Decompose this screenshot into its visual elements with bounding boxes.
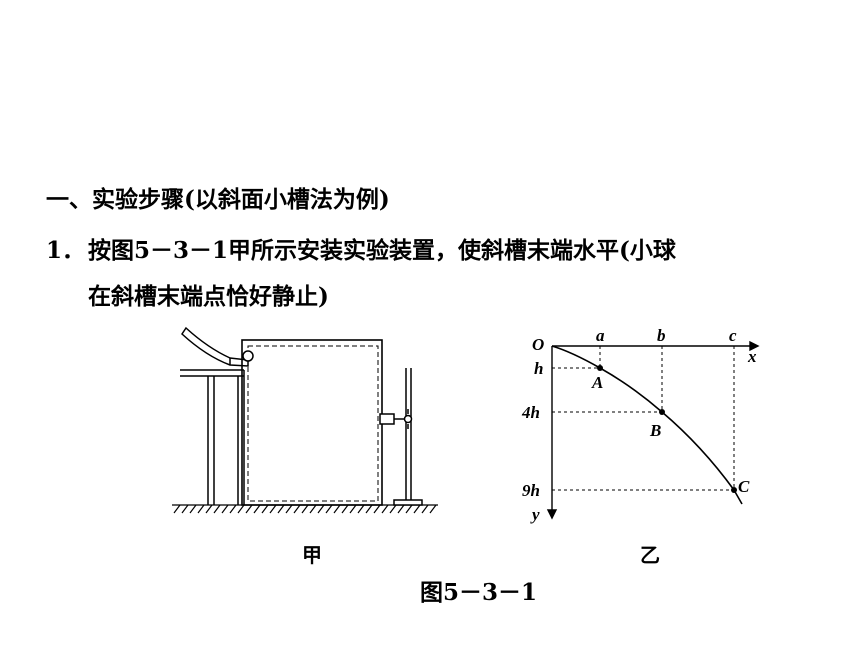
guide-lines <box>552 346 735 491</box>
y-tick-4h: 4h <box>521 403 540 422</box>
figure-caption: 图5－3－1 <box>420 579 538 606</box>
table <box>180 369 245 505</box>
step-1-line-2: 在斜槽末端点恰好静止) <box>88 283 329 310</box>
step-1-line-1: 1．按图5－3－1甲所示安装实验装置，使斜槽末端水平(小球 <box>46 228 826 274</box>
point-b-dot <box>659 409 665 415</box>
apparatus-diagram <box>172 326 438 514</box>
point-a-dot <box>597 365 603 371</box>
step-1-text-1: 按图5－3－1甲所示安装实验装置，使斜槽末端水平(小球 <box>88 237 676 264</box>
figure-label-yi: 乙 <box>640 543 660 567</box>
point-a-label: A <box>591 373 603 392</box>
point-c-dot <box>731 487 737 493</box>
y-tick-h: h <box>534 359 543 378</box>
x-tick-c: c <box>729 326 737 345</box>
point-c-label: C <box>738 477 750 496</box>
x-tick-b: b <box>657 326 666 345</box>
ground <box>172 504 438 514</box>
trajectory-curve <box>551 345 743 505</box>
small-ball <box>242 350 254 362</box>
x-axis-label: x <box>747 347 757 366</box>
x-tick-a: a <box>596 326 605 345</box>
point-b-label: B <box>649 421 661 440</box>
y-tick-9h: 9h <box>522 481 540 500</box>
step-number: 1． <box>46 237 86 264</box>
inclined-chute <box>181 326 249 367</box>
coordinate-board <box>241 339 383 506</box>
y-axis-label: y <box>530 505 540 524</box>
iron-stand <box>379 368 423 506</box>
step-1: 1．按图5－3－1甲所示安装实验装置，使斜槽末端水平(小球 在斜槽末端点恰好静止… <box>46 228 826 320</box>
section-heading: 一、实验步骤(以斜面小槽法为例) <box>46 186 390 213</box>
axes <box>546 340 760 520</box>
origin-label: O <box>532 335 544 354</box>
trajectory-graph: O x y a b c h 4h 9h A B C <box>521 326 760 524</box>
figure-label-jia: 甲 <box>302 543 322 567</box>
